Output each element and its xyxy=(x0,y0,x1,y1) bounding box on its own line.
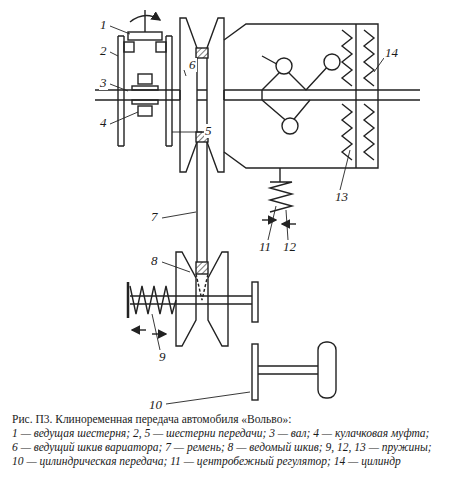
regulator-ball xyxy=(324,54,340,70)
cylinder-wall xyxy=(355,24,356,168)
drawing-line xyxy=(162,262,190,272)
drive-pulley xyxy=(180,18,197,172)
driven-shaft xyxy=(130,296,258,304)
motion-arrow xyxy=(152,333,166,334)
motion-arrow xyxy=(282,223,296,224)
wheel xyxy=(318,342,336,398)
motion-arrow xyxy=(262,219,276,220)
drawing-line xyxy=(110,84,128,91)
dog-clutch xyxy=(138,74,152,84)
belt-section xyxy=(196,262,208,274)
drawing-line xyxy=(184,70,186,76)
drive-gear xyxy=(128,32,162,40)
input-shaft xyxy=(144,10,145,32)
leader-lines xyxy=(110,26,384,404)
drawing-path xyxy=(180,90,224,100)
callout-number: 9 xyxy=(158,350,167,364)
belt xyxy=(197,142,207,270)
drawing-line xyxy=(340,150,350,190)
shaft xyxy=(95,90,420,100)
callout-number: 4 xyxy=(99,116,108,130)
spring-13 xyxy=(364,30,374,86)
drawing-rect xyxy=(156,42,166,52)
callout-number: 14 xyxy=(384,46,399,60)
drawing xyxy=(95,10,420,404)
drawing-rect xyxy=(124,42,134,52)
drawing-rect xyxy=(138,106,152,116)
callout-number: 5 xyxy=(204,124,213,138)
belt-section xyxy=(196,48,208,58)
rotation-arrow xyxy=(130,15,160,22)
motion-arrow xyxy=(132,329,146,330)
drawing-polyline xyxy=(342,104,352,160)
drawing-line xyxy=(110,112,138,124)
callout-number: 3 xyxy=(99,76,108,90)
spur-gear xyxy=(252,282,258,322)
regulator-ball xyxy=(276,58,292,74)
drawing-path xyxy=(118,36,124,146)
caption-title: Рис. П3. Клиноременная передача автомоби… xyxy=(12,412,438,426)
spring-9 xyxy=(130,286,176,314)
gear-2 xyxy=(118,36,124,146)
callout-number: 6 xyxy=(188,58,197,72)
drawing-polyline xyxy=(364,104,374,160)
drawing-line xyxy=(162,212,196,218)
caption-key: 1 — ведущая шестерня; 2, 5 — шестерни пе… xyxy=(12,426,438,468)
callout-number: 1 xyxy=(99,18,108,32)
regulator-levers xyxy=(262,56,330,124)
figure-caption: Рис. П3. Клиноременная передача автомоби… xyxy=(12,412,438,468)
drawing-line xyxy=(152,314,160,350)
spur-gear xyxy=(252,344,258,400)
callout-number: 2 xyxy=(99,44,108,58)
callout-number: 12 xyxy=(282,240,297,254)
callout-number: 8 xyxy=(150,254,159,268)
variator-illustration xyxy=(0,0,450,410)
drawing-path xyxy=(279,168,280,182)
drawing-line xyxy=(268,206,276,240)
callout-number: 13 xyxy=(334,190,349,204)
drawing-line xyxy=(172,132,202,133)
gear-5 xyxy=(166,36,172,146)
drawing-polyline xyxy=(342,30,352,86)
drawing-line xyxy=(374,58,384,72)
drawing-path xyxy=(166,36,172,146)
drawing-line xyxy=(286,210,288,240)
drawing-line xyxy=(166,392,250,404)
callout-number: 11 xyxy=(258,240,272,254)
drawing-line xyxy=(110,52,118,56)
drawing-path xyxy=(127,282,130,318)
cylinder-housing xyxy=(224,24,378,168)
drawing-path xyxy=(208,252,228,346)
callout-number: 10 xyxy=(148,398,163,412)
drive-pulley-movable xyxy=(207,18,224,172)
drawing-line xyxy=(110,26,130,34)
driven-pulley xyxy=(176,252,196,346)
regulator-ball xyxy=(282,118,298,134)
regulator-spring xyxy=(270,182,292,212)
output-shaft xyxy=(258,366,318,374)
callout-number: 7 xyxy=(150,210,159,224)
